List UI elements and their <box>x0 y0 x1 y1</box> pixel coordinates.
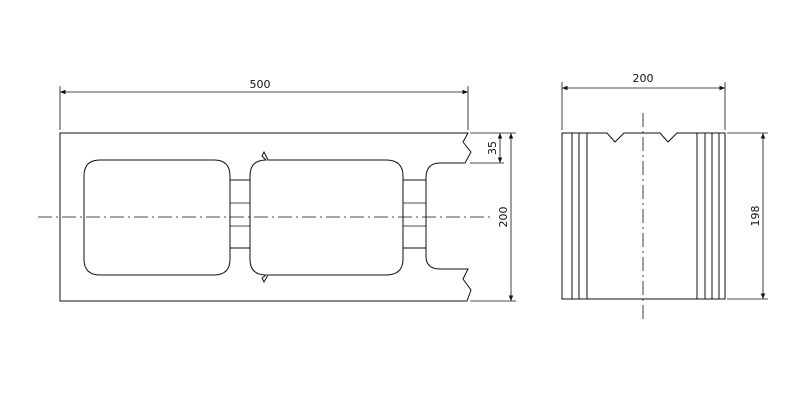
plan-outline <box>59 132 472 302</box>
dim-200-label: 200 <box>497 207 510 228</box>
dim-35-label: 35 <box>486 141 499 155</box>
web-slot-left <box>229 179 251 249</box>
dim-500-label: 500 <box>250 78 271 91</box>
right-cavity <box>249 150 404 284</box>
side-view: 200 198 <box>561 72 768 320</box>
side-outline <box>561 132 726 300</box>
web-slot-right <box>402 179 427 249</box>
left-cavity <box>83 159 231 276</box>
dim-198-label: 198 <box>749 206 762 227</box>
plan-view: 500 200 35 <box>38 78 516 302</box>
dim-side-200-label: 200 <box>633 72 654 85</box>
